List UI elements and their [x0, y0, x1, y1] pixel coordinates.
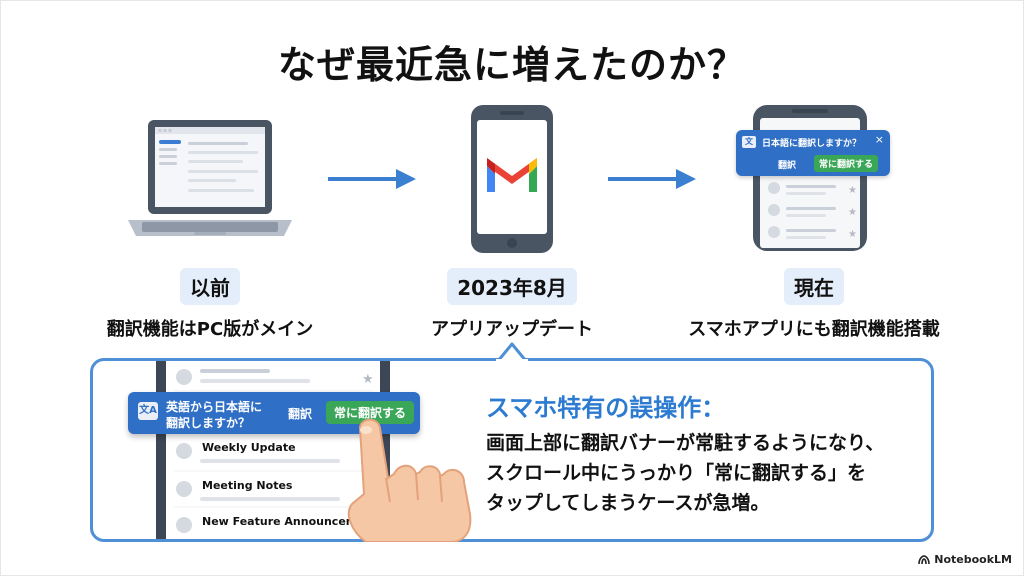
translate-icon: 文A: [138, 402, 158, 420]
svg-text:★: ★: [848, 207, 857, 218]
slide-title: なぜ最近急に増えたのか？: [277, 43, 746, 87]
panel-line: スクロール中にうっかり「常に翻訳する」を: [486, 462, 867, 484]
notebooklm-logo-icon: [918, 554, 931, 564]
stage-now: 現在 スマホアプリにも翻訳機能搭載: [664, 268, 964, 341]
panel-line: 画面上部に翻訳バナーが常駐するようになり、: [486, 432, 885, 454]
panel-body: 画面上部に翻訳バナーが常駐するようになり、 スクロール中にうっかり「常に翻訳する…: [486, 428, 884, 518]
stage-description: アプリアップデート: [431, 319, 593, 340]
banner-prompt-line2: 翻訳しますか？: [166, 416, 251, 430]
stage-update: 2023年8月 アプリアップデート: [362, 268, 662, 341]
stage-label: 現在: [784, 268, 844, 305]
translate-button[interactable]: 翻訳: [288, 407, 313, 421]
banner-prompt: 日本語に翻訳しますか？: [762, 139, 862, 149]
tapping-hand-icon: [347, 418, 472, 542]
callout-pointer: [496, 342, 528, 362]
laptop-icon: [128, 120, 292, 236]
arrow-right-icon: [608, 169, 696, 189]
footer-label: NotebookLM: [934, 553, 1012, 566]
stage-label: 以前: [180, 268, 240, 305]
stage-description: 翻訳機能はPC版がメイン: [106, 319, 314, 340]
svg-text:★: ★: [848, 185, 857, 196]
stage-description: スマホアプリにも翻訳機能搭載: [688, 319, 940, 340]
phone-translate-icon: ★ ★ ★ 文A 日本語に翻訳しますか？ × 翻訳 常に翻訳する: [736, 104, 892, 254]
translate-banner: 文A 日本語に翻訳しますか？ × 翻訳 常に翻訳する: [736, 130, 890, 176]
svg-text:★: ★: [848, 229, 857, 240]
stage-before: 以前 翻訳機能はPC版がメイン: [60, 268, 360, 341]
always-translate-button[interactable]: 常に翻訳する: [814, 155, 879, 172]
always-translate-button[interactable]: 常に翻訳する: [326, 401, 415, 424]
gmail-phone-icon: [471, 105, 553, 253]
translate-icon: 文A: [742, 136, 756, 158]
svg-text:★: ★: [362, 372, 374, 387]
translate-button[interactable]: 翻訳: [778, 161, 797, 171]
stage-label: 2023年8月: [447, 268, 577, 305]
arrow-right-icon: [328, 169, 416, 189]
panel-line: タップしてしまうケースが急増。: [486, 492, 770, 514]
list-item-title[interactable]: Meeting Notes: [202, 479, 293, 492]
close-icon[interactable]: ×: [874, 133, 884, 146]
mock-phone-screen: ★ ★ Weekly Update Meeting Notes New Feat…: [156, 361, 390, 539]
panel-heading: スマホ特有の誤操作：: [486, 394, 726, 422]
footer-brand: NotebookLM: [918, 553, 1012, 566]
banner-prompt-line1: 英語から日本語に: [166, 400, 263, 414]
list-item-title[interactable]: Weekly Update: [202, 441, 296, 454]
list-item-title[interactable]: New Feature Announcement: [202, 515, 378, 528]
